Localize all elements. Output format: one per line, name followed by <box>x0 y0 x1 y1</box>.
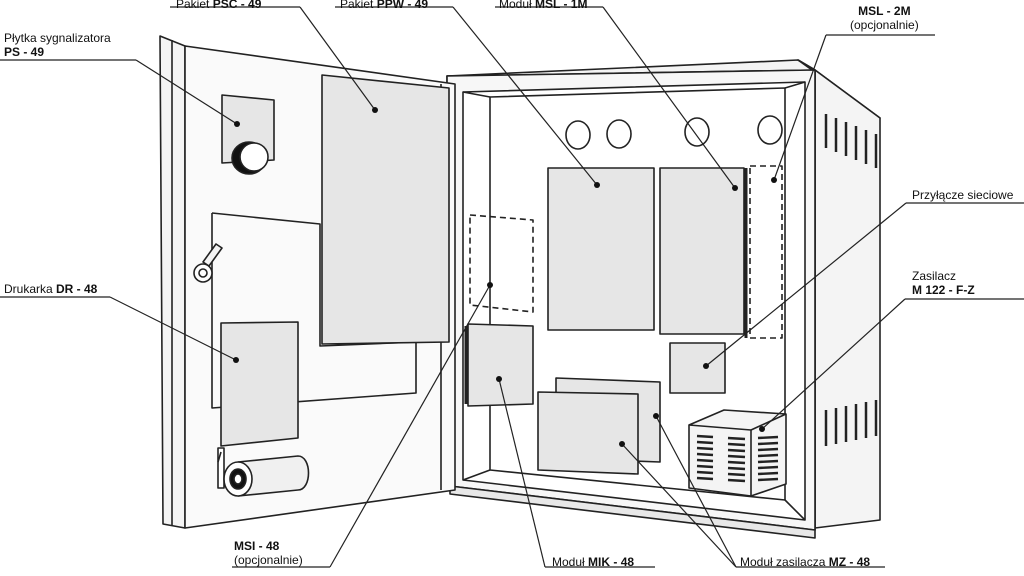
label-msl-2m: MSL - 2M (opcjonalnie) <box>850 4 919 32</box>
printer-dr48 <box>220 321 299 447</box>
przylacze-sieciowe-box <box>669 342 726 394</box>
label-modul-mik-48: Moduł MIK - 48 <box>552 555 635 569</box>
cable-holes <box>565 115 783 150</box>
label-pakiet-ppw: Pakiet PPW - 49 <box>340 0 429 11</box>
power-supply <box>688 409 787 497</box>
leader-dots <box>233 107 777 447</box>
leader-lines <box>0 6 1024 568</box>
module-mz <box>537 391 639 475</box>
label-msi-48: MSI - 48 (opcjonalnie) <box>234 539 303 567</box>
door-handle <box>193 243 223 283</box>
label-przylacze-sieciowe: Przyłącze sieciowe <box>912 188 1014 202</box>
panel-ppw <box>321 74 450 345</box>
module-msl-1m-b <box>659 167 745 335</box>
cabinet-door <box>159 35 456 529</box>
module-mik <box>467 323 534 407</box>
vent-slots-top <box>824 114 878 168</box>
label-pakiet-psc: Pakiet PSC - 49 <box>176 0 262 11</box>
label-modul-msl-1m: Moduł MSL - 1M <box>499 0 588 11</box>
label-modul-zasilacza-mz48: Moduł zasilacza MZ - 48 <box>740 555 871 569</box>
module-msi-optional <box>469 214 534 313</box>
label-drukarka-dr48: Drukarka DR - 48 <box>4 282 98 296</box>
label-zasilacz: Zasilacz M 122 - F-Z <box>912 269 975 297</box>
module-msl-1m-a <box>547 167 655 331</box>
label-plytka-ps49: Płytka sygnalizatora PS - 49 <box>4 31 111 59</box>
paper-roll <box>217 447 310 497</box>
vent-slots-bottom <box>824 400 878 446</box>
